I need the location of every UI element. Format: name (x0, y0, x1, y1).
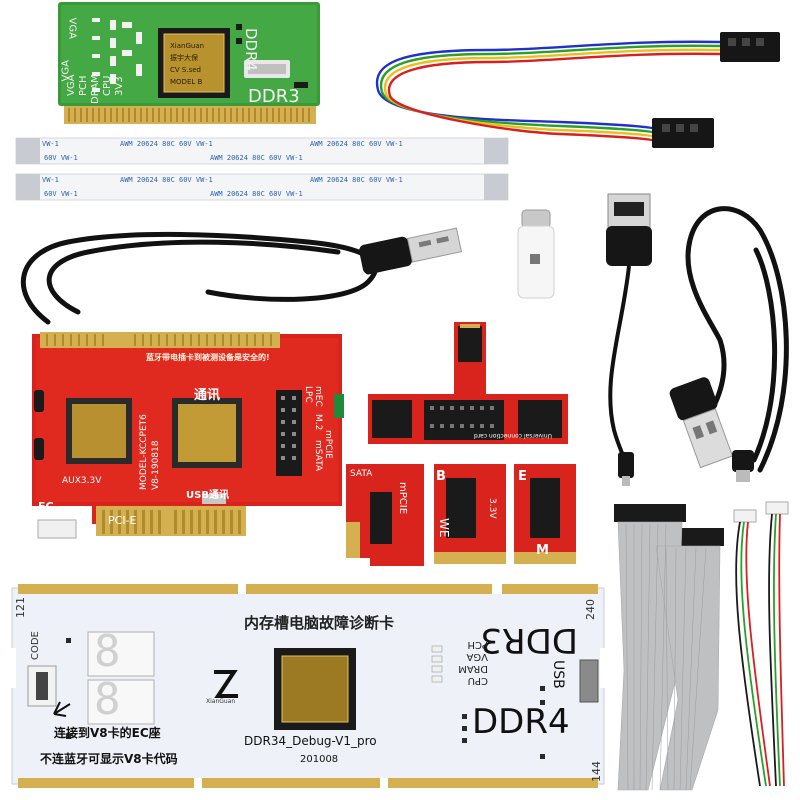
seg-digit-bottom: 8 (94, 674, 127, 725)
type-c-adapter (517, 209, 555, 299)
pin-240: 240 (584, 599, 597, 620)
seg-digit-top: 8 (94, 626, 127, 677)
red-pci-e-card: 蓝牙带电插卡到被测设备是安全的! 通讯 AUX3.3V EC PCI-E USB… (26, 330, 346, 562)
pin-144: 144 (590, 761, 603, 782)
pci-aux: AUX3.3V (62, 476, 102, 486)
signal-vga: VGA (466, 651, 488, 662)
ribbon1-text-prefix: VW-1 (42, 140, 59, 148)
ribbon1-text-a: AWM 20624 80C 60V VW-1 (120, 140, 213, 148)
label-3v3: 3V3 (114, 76, 125, 96)
pci-msata: mSATA (313, 440, 323, 472)
white-ddr-diagnostic-card: 121 240 144 CODE 内存槽电脑故障诊断卡 DDR3 DDR4 8 … (8, 578, 608, 794)
pci-version: V8-190818 (151, 440, 161, 490)
pci-bus: PCI-E (108, 514, 137, 527)
pci-mec: mEC (313, 386, 323, 407)
brand-label: XianGuan (206, 698, 236, 705)
ribbon2-text-a: AWM 20624 80C 60V VW-1 (120, 176, 213, 184)
ddr-signal-labels: PCH VGA DRAM CPU (458, 639, 488, 686)
pci-m2: M.2 (313, 414, 323, 430)
date-label: 201008 (300, 754, 339, 765)
adapter-b: B (436, 469, 446, 484)
label-vga: VGA (66, 74, 77, 96)
pci-notice: 蓝牙带电插卡到被测设备是安全的! (146, 353, 270, 362)
ribbon2-text-a3: AWM 20624 80C 60V VW-1 (210, 190, 303, 198)
label-dram: DRAM (90, 74, 101, 104)
chip-line-3: CV S.sed (170, 66, 201, 74)
usb-label: USB (550, 660, 566, 689)
note-no-bluetooth: 不连蓝牙可显示V8卡代码 (40, 752, 178, 766)
adapter-sata: SATA (350, 469, 373, 479)
pci-mpcie: mPCIE (323, 430, 333, 459)
t-adapter-label: Universal connection card (474, 432, 552, 439)
jst-wire-harness (733, 501, 789, 787)
label-cpu: CPU (102, 76, 113, 96)
ribbon2-text-b: 60V VW-1 (44, 190, 78, 198)
pci-model: MODEL-KCCPET6 (139, 414, 149, 490)
pci-lpc: LPC (303, 386, 313, 403)
adapter-we: WE (437, 518, 451, 537)
rainbow-jumper-cable (375, 32, 780, 148)
signal-cpu: CPU (468, 675, 488, 686)
ddr4-label: DDR4 (242, 28, 260, 71)
flat-ribbon-cables: VW-1 AWM 20624 80C 60V VW-1 AWM 20624 80… (15, 137, 509, 201)
ribbon1-text-b: 60V VW-1 (44, 154, 78, 162)
ribbon1-text-a3: AWM 20624 80C 60V VW-1 (210, 154, 303, 162)
green-card-signal-labels: VGA PCH DRAM CPU 3V3 (66, 74, 125, 104)
green-card-chip-text: XianGuan 振宇大保 CV S.sed MODEL B (170, 42, 204, 86)
ribbon2-text-prefix: VW-1 (42, 176, 59, 184)
note-connect-ec: 连接到V8卡的EC座 (54, 726, 161, 740)
pci-comm: 通讯 (194, 388, 221, 403)
pci-usb-comm: USB通讯 (186, 490, 229, 501)
signal-pch: PCH (467, 639, 488, 650)
signal-dram: DRAM (458, 663, 488, 674)
otg-cable (606, 193, 652, 486)
ddr4-big-label: DDR4 (472, 702, 570, 742)
mini-usb-cable (669, 206, 789, 482)
green-diagnostic-card: VGA VGA (58, 2, 328, 126)
pci-rotated-labels: MODEL-KCCPET6 V8-190818 mEC LPC M.2 mPCI… (139, 386, 333, 490)
pin-121: 121 (14, 597, 27, 618)
adapter-m: M (536, 543, 549, 558)
ribbon1-text-a2: AWM 20624 80C 60V VW-1 (310, 140, 403, 148)
red-adapter-row: SATA mPCIE B WE 3.3V E M (346, 464, 576, 566)
chip-line-2: 振宇大保 (170, 53, 198, 62)
adapter-mpcie: mPCIE (397, 482, 408, 514)
card-title-cn: 内存槽电脑故障诊断卡 (244, 614, 395, 632)
pci-ec: EC (38, 500, 54, 513)
ddr-usb-label: USB (550, 660, 566, 689)
debug-label: DDR34_Debug-V1_pro (244, 734, 377, 748)
t-adapter-card: Universal connection card (368, 322, 568, 444)
usb-cable-coiled (20, 227, 463, 325)
label-pch: PCH (78, 75, 89, 96)
ribbon2-text-a2: AWM 20624 80C 60V VW-1 (310, 176, 403, 184)
grey-ribbon-cable (614, 504, 724, 791)
chip-line-4: MODEL B (170, 78, 202, 86)
code-label: CODE (30, 631, 41, 660)
chip-line-1: XianGuan (170, 42, 204, 50)
ddr3-label: DDR3 (248, 86, 300, 107)
adapter-3v3: 3.3V (487, 498, 497, 519)
adapter-e: E (518, 469, 527, 484)
green-card-ddr-labels: DDR4 DDR3 (242, 28, 300, 107)
